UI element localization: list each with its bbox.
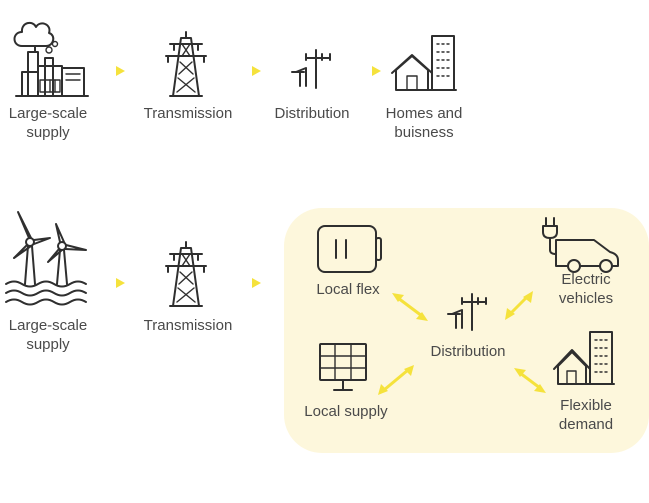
- pylon-icon: [165, 241, 207, 307]
- factory-icon: [13, 21, 89, 97]
- solar-panel-icon: [319, 343, 367, 391]
- double-arrow-icon: [392, 293, 428, 321]
- electric-vehicles-label: Electric vehicles: [558, 271, 614, 307]
- utility-pole-icon: [291, 49, 331, 89]
- double-arrow-icon: [378, 365, 414, 395]
- bidirectional-arrows: [378, 291, 546, 395]
- arrow-right-icon: [252, 278, 261, 288]
- double-arrow-icon: [514, 368, 546, 393]
- double-arrow-icon: [505, 291, 533, 320]
- top-transmission-label: Transmission: [143, 105, 233, 122]
- local-system-panel: [284, 208, 649, 453]
- bottom-transmission-label: Transmission: [143, 317, 233, 334]
- distribution-label: Distribution: [430, 343, 506, 360]
- flexible-demand-label: Flexible demand: [558, 397, 614, 433]
- local-supply-label: Local supply: [304, 403, 388, 420]
- bottom-supply-label: Large-scale supply: [8, 317, 88, 353]
- top-homes-label: Homes and buisness: [385, 105, 463, 141]
- top-distribution-label: Distribution: [274, 105, 350, 122]
- house-building-icon: [391, 35, 457, 91]
- utility-pole-icon: [447, 293, 487, 331]
- local-flex-label: Local flex: [316, 281, 380, 298]
- arrow-right-icon: [252, 66, 261, 76]
- arrow-right-icon: [372, 66, 381, 76]
- house-building-icon: [553, 331, 615, 385]
- top-supply-label: Large-scale supply: [8, 105, 88, 141]
- electric-car-icon: [542, 217, 619, 273]
- pylon-icon: [165, 31, 207, 97]
- arrow-right-icon: [116, 278, 125, 288]
- wind-turbine-icon: [5, 211, 87, 306]
- battery-icon: [317, 225, 382, 273]
- arrow-right-icon: [116, 66, 125, 76]
